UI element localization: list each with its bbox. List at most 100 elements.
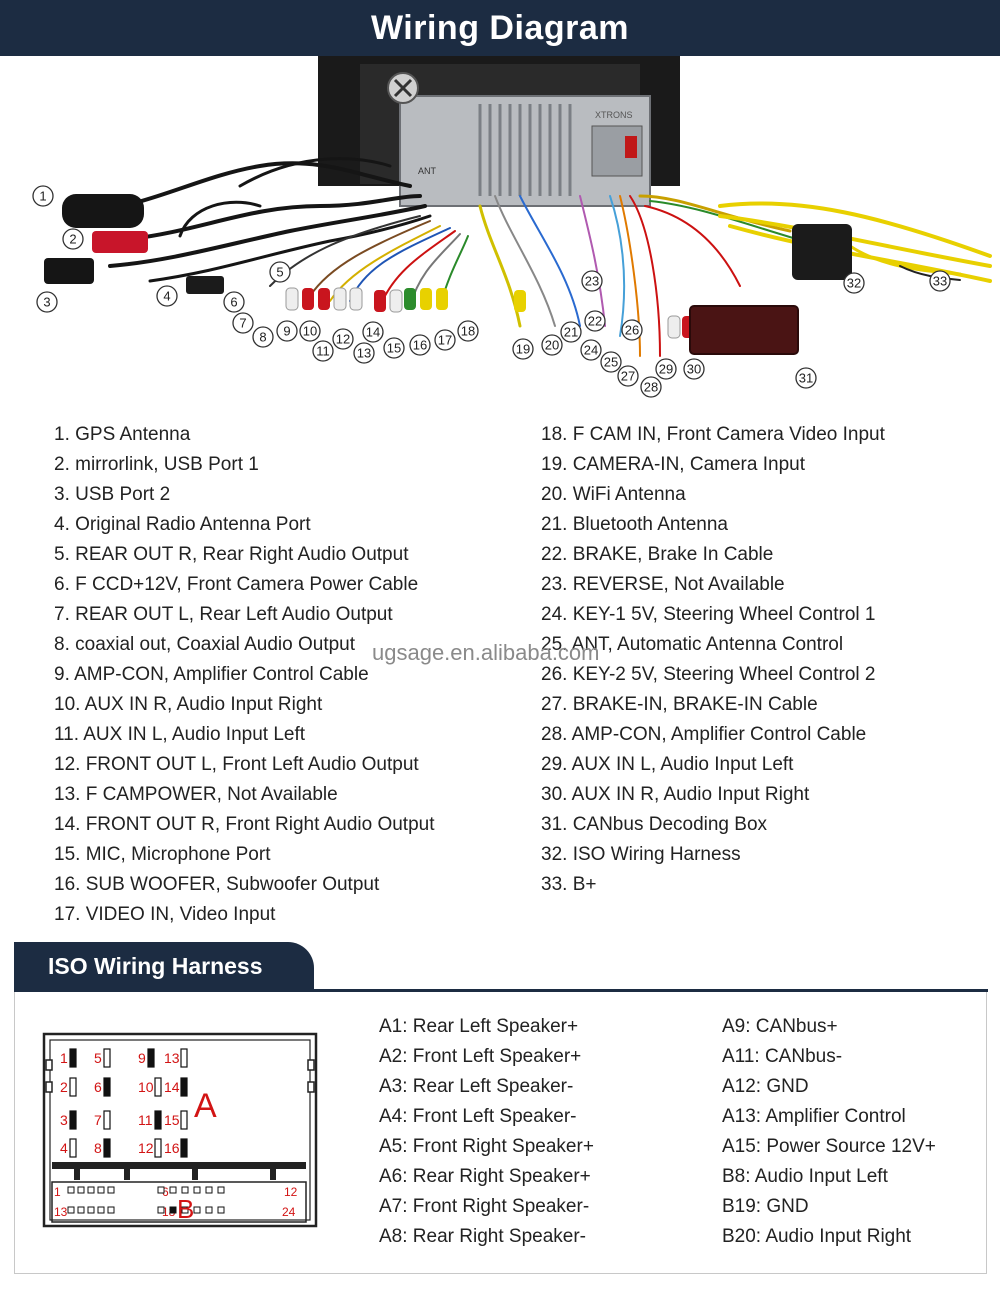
legend-item: 12. FRONT OUT L, Front Left Audio Output: [54, 754, 419, 775]
watermark: ugsage.en.alibaba.com: [372, 640, 600, 665]
a-pin-number: 12: [138, 1140, 154, 1156]
callout-number: 7: [239, 316, 246, 331]
callout-circle: [795, 367, 817, 389]
callout-number: 4: [163, 289, 170, 304]
legend-item: 15. MIC, Microphone Port: [54, 844, 271, 865]
legend-item: 6. F CCD+12V, Front Camera Power Cable: [54, 574, 419, 595]
callout: 9: [276, 320, 298, 342]
pin-item: A2: Front Left Speaker+: [379, 1046, 582, 1067]
callout-number: 27: [621, 369, 635, 384]
callout-number: 3: [43, 295, 50, 310]
pin-item: A5: Front Right Speaker+: [379, 1136, 594, 1157]
legend-item: 4. Original Radio Antenna Port: [54, 514, 311, 535]
callout: 8: [252, 326, 274, 348]
pin-item: A9: CANbus+: [722, 1016, 838, 1037]
b-pin-square: [181, 1206, 189, 1214]
a-pin-slot: [180, 1110, 188, 1130]
legend-item: 16. SUB WOOFER, Subwoofer Output: [54, 874, 380, 895]
a-pin-number: 6: [94, 1079, 102, 1095]
callout-circle: [232, 312, 254, 334]
legend-item: 17. VIDEO IN, Video Input: [54, 904, 276, 925]
block-a-label: A: [194, 1087, 217, 1125]
b-pin-square: [193, 1186, 201, 1194]
callout: 30: [683, 358, 705, 380]
callout: 6: [223, 291, 245, 313]
a-pin-slot: [147, 1048, 155, 1068]
callout-circle: [512, 338, 534, 360]
callout-number: 2: [69, 232, 76, 247]
callout-circle: [655, 358, 677, 380]
legend-item: 30. AUX IN R, Audio Input Right: [541, 784, 810, 805]
callout-number: 9: [283, 324, 290, 339]
legend-item: 5. REAR OUT R, Rear Right Audio Output: [54, 544, 409, 565]
callout-circle: [362, 321, 384, 343]
legend-item: 26. KEY-2 5V, Steering Wheel Control 2: [541, 664, 876, 685]
callout: 10: [299, 320, 321, 342]
a-pin-number: 5: [94, 1050, 102, 1066]
callout: 27: [617, 365, 639, 387]
b-pin-square: [67, 1186, 75, 1194]
legend-item: 24. KEY-1 5V, Steering Wheel Control 1: [541, 604, 876, 625]
callout: 32: [843, 272, 865, 294]
callout: 14: [362, 321, 384, 343]
legend-item: 3. USB Port 2: [54, 484, 171, 505]
usb-port-1-shape: [92, 231, 148, 253]
b-pin-square: [77, 1186, 85, 1194]
callout-circle: [600, 351, 622, 373]
callout: 12: [332, 328, 354, 350]
callout: 15: [383, 337, 405, 359]
callout-circle: [223, 291, 245, 313]
b-pin-number: 1: [54, 1185, 61, 1199]
b-pin-square: [107, 1206, 115, 1214]
legend-item: 25. ANT, Automatic Antenna Control: [541, 634, 844, 655]
callout-number: 33: [933, 274, 947, 289]
callout: 4: [156, 285, 178, 307]
callout-number: 5: [276, 265, 283, 280]
legend-item: 11. AUX IN L, Audio Input Left: [54, 724, 306, 745]
usb-port-2-shape: [44, 258, 94, 284]
legend-item: 23. REVERSE, Not Available: [541, 574, 785, 595]
b-pin-square: [77, 1206, 85, 1214]
b-pin-square: [205, 1186, 213, 1194]
a-pin-number: 14: [164, 1079, 180, 1095]
callout: 1: [32, 185, 54, 207]
a-pin-number: 16: [164, 1140, 180, 1156]
a-pin-slot: [103, 1138, 111, 1158]
legend-item: 8. coaxial out, Coaxial Audio Output: [54, 634, 356, 655]
legend-item: 9. AMP-CON, Amplifier Control Cable: [54, 664, 369, 685]
callout-number: 22: [588, 314, 602, 329]
legend-item: 7. REAR OUT L, Rear Left Audio Output: [54, 604, 393, 625]
b-pin-square: [205, 1206, 213, 1214]
pin-item: A11: CANbus-: [722, 1046, 843, 1067]
a-pin-number: 8: [94, 1140, 102, 1156]
callout: 23: [581, 270, 603, 292]
callout-number: 30: [687, 362, 701, 377]
b-pin-square: [97, 1206, 105, 1214]
callout: 13: [353, 342, 375, 364]
callout: 7: [232, 312, 254, 334]
b-pin-square: [217, 1186, 225, 1194]
b-pin-square: [181, 1186, 189, 1194]
a-pin-number: 15: [164, 1112, 180, 1128]
iso-harness-plug-shape: [792, 224, 852, 280]
callout-number: 24: [584, 343, 598, 358]
callout-number: 6: [230, 295, 237, 310]
legend-item: 31. CANbus Decoding Box: [541, 814, 768, 835]
a-pin-number: 7: [94, 1112, 102, 1128]
callout-number: 12: [336, 332, 350, 347]
pin-item: A8: Rear Right Speaker-: [379, 1226, 586, 1247]
b-pin-square: [97, 1186, 105, 1194]
callout: 26: [621, 319, 643, 341]
iso-section: [14, 992, 987, 1274]
callout-circle: [269, 261, 291, 283]
b-pin-square: [169, 1206, 177, 1214]
callout-number: 19: [516, 342, 530, 357]
callout: 33: [929, 270, 951, 292]
callout-number: 17: [438, 333, 452, 348]
legend-item: 19. CAMERA-IN, Camera Input: [541, 454, 805, 475]
callout-circle: [683, 358, 705, 380]
